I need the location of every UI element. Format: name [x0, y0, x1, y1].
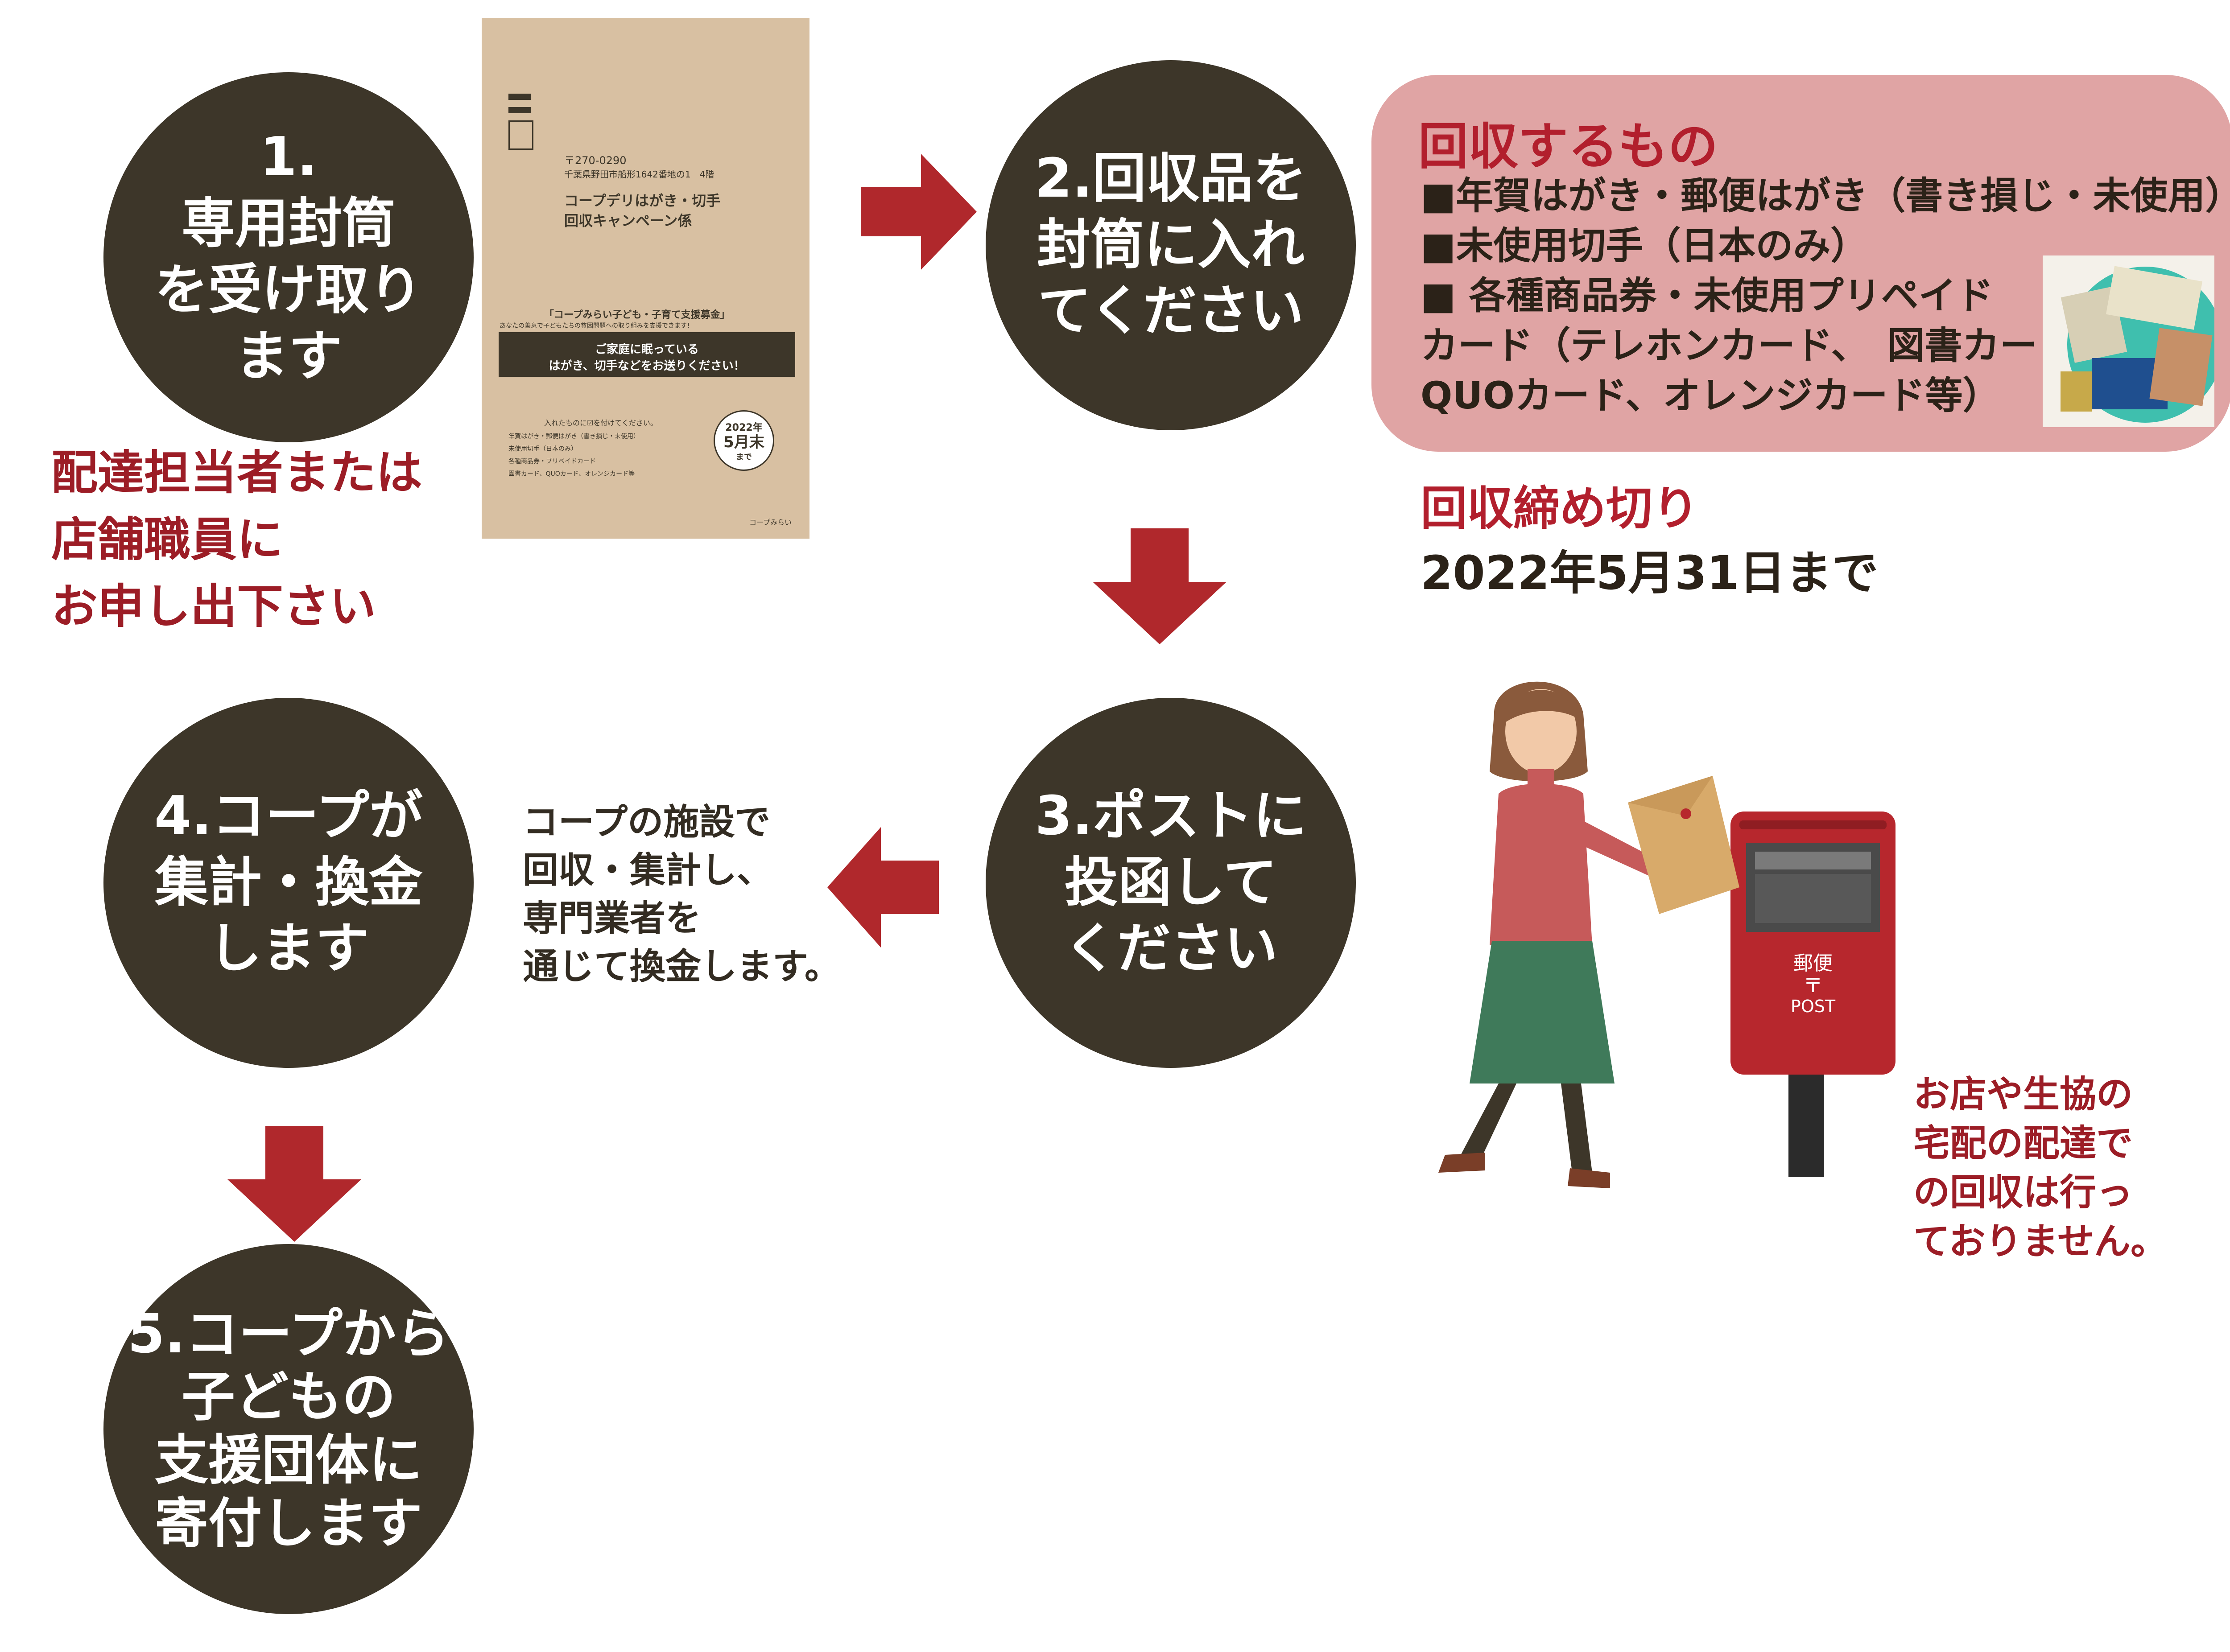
checklist-item: 各種商品券・プリペイドカード: [508, 458, 596, 465]
step-1-line: 1.: [260, 126, 318, 189]
step-2-line: てください: [1037, 280, 1304, 342]
note-line: 専門業者を: [523, 898, 701, 939]
postbox-text: POST: [1791, 997, 1836, 1016]
collection-list: ■年賀はがき・郵便はがき（書き損じ・未使用） ■未使用切手（日本のみ） ■ 各種…: [1421, 171, 2230, 420]
checklist-item: 未使用切手（日本のみ）: [508, 445, 577, 453]
step-5-line: 支援団体に: [155, 1430, 422, 1491]
note-line: の回収は行っ: [1913, 1171, 2133, 1214]
envelope-addressee: コープデリはがき・切手: [564, 192, 721, 209]
step-2-line: 2.回収品を: [1035, 147, 1307, 210]
checklist-item: 図書カード、QUOカード、オレンジカード等: [508, 470, 635, 478]
step-4-line: します: [208, 918, 369, 980]
step-4-line: 集計・換金: [155, 851, 422, 914]
arrow-left-icon: [827, 827, 939, 948]
collection-item: ■ 各種商品券・未使用プリペイド: [1421, 274, 1994, 317]
step-1-circle: 1. 専用封筒 を受け取り ます: [103, 72, 474, 442]
envelope-addressee: 回収キャンペーン係: [564, 212, 692, 229]
collection-title: 回収するもの: [1418, 118, 1718, 176]
collection-item: QUOカード、オレンジカード等）: [1421, 374, 2000, 417]
collection-item: ■年賀はがき・郵便はがき（書き損じ・未使用）: [1421, 174, 2230, 218]
envelope-postal-code: 〒270-0290: [564, 154, 627, 167]
step-5-circle: 5.コープから 子どもの 支援団体に 寄付します: [103, 1244, 474, 1614]
step-4-circle: 4.コープが 集計・換金 します: [103, 698, 474, 1068]
step-3-line: 投函して: [1064, 851, 1277, 914]
step-1-line: ます: [235, 325, 342, 387]
envelope-stamp-box: [508, 120, 533, 150]
envelope-callout: ご家庭に眠っている: [595, 343, 699, 356]
note-line: 店舗職員に: [51, 512, 284, 567]
envelope-callout: はがき、切手などをお送りください！: [549, 359, 745, 373]
step-3-circle: 3.ポストに 投函して ください: [986, 698, 1356, 1068]
envelope-check-header: 入れたものに☑を付けてください。: [544, 419, 657, 427]
step-2-circle: 2.回収品を 封筒に入れ てください: [986, 60, 1356, 430]
note-line: 通じて換金します。: [523, 946, 840, 987]
note-line: コープの施設で: [523, 801, 771, 843]
envelope-stripe: [508, 107, 531, 113]
envelope-checklist: 年賀はがき・郵便はがき（書き損じ・未使用） 未使用切手（日本のみ） 各種商品券・…: [508, 430, 640, 480]
note-line: 配達担当者または: [51, 445, 423, 500]
note-line: 宅配の配達で: [1913, 1122, 2133, 1165]
woman-posting-illustration: 郵便 〒 POST: [1438, 681, 1896, 1188]
step-4-note: コープの施設で 回収・集計し、 専門業者を 通じて換金します。: [523, 798, 840, 991]
envelope-fund-sub: あなたの善意で子どもたちの貧困問題への取り組みを支援できます！: [500, 322, 693, 330]
step-1-note: 配達担当者または 店舗職員に お申し出下さい: [51, 439, 422, 640]
store-note: お店や生協の 宅配の配達で の回収は行っ ておりません。: [1913, 1070, 2167, 1266]
collection-item: ■未使用切手（日本のみ）: [1421, 224, 1868, 268]
step-5-line: 寄付します: [155, 1492, 422, 1555]
envelope-address: 千葉県野田市船形1642番地の1 4階: [564, 169, 714, 180]
checklist-item: 年賀はがき・郵便はがき（書き損じ・未使用）: [508, 433, 640, 440]
postbox-kanji: 郵便: [1793, 952, 1833, 975]
step-3-line: ください: [1064, 918, 1278, 980]
deadline-label: 回収締め切り: [1421, 481, 1699, 536]
stamps-photo: [2043, 255, 2214, 427]
note-line: お申し出下さい: [51, 579, 376, 634]
envelope-brand: コープみらい: [749, 518, 792, 527]
step-1-line: を受け取り: [155, 259, 422, 321]
envelope-callout-box: ご家庭に眠っている はがき、切手などをお送りください！: [499, 332, 795, 377]
arrow-down-icon: [227, 1126, 361, 1242]
postbox-mark: 〒: [1803, 974, 1823, 997]
envelope-image: 〒270-0290 千葉県野田市船形1642番地の1 4階 コープデリはがき・切…: [482, 18, 809, 539]
envelope-stripe: [508, 94, 531, 100]
note-line: ておりません。: [1913, 1220, 2168, 1263]
badge-until: まで: [736, 453, 752, 462]
collection-panel: 回収するもの ■年賀はがき・郵便はがき（書き損じ・未使用） ■未使用切手（日本の…: [1371, 75, 2230, 452]
envelope-deadline-badge: 2022年 5月末 まで: [714, 410, 774, 471]
envelope-fund-name: 「コープみらい子ども・子育て支援募金」: [544, 309, 730, 321]
collection-item: カード（テレホンカード、 図書カード、: [1421, 324, 2111, 367]
note-line: お店や生協の: [1913, 1073, 2133, 1116]
step-4-line: 4.コープが: [154, 785, 423, 847]
arrow-down-icon: [1093, 528, 1226, 644]
deadline-date: 2022年5月31日まで: [1421, 546, 1879, 600]
arrow-right-icon: [861, 154, 977, 270]
step-3-line: 3.ポストに: [1035, 785, 1307, 847]
badge-date: 5月末: [723, 433, 764, 451]
step-5-line: 子どもの: [182, 1366, 396, 1429]
badge-year: 2022年: [725, 422, 763, 433]
step-2-line: 封筒に入れ: [1037, 214, 1305, 276]
step-1-line: 専用封筒: [182, 193, 396, 255]
step-5-line: 5.コープから: [128, 1303, 450, 1365]
note-line: 回収・集計し、: [523, 849, 772, 891]
